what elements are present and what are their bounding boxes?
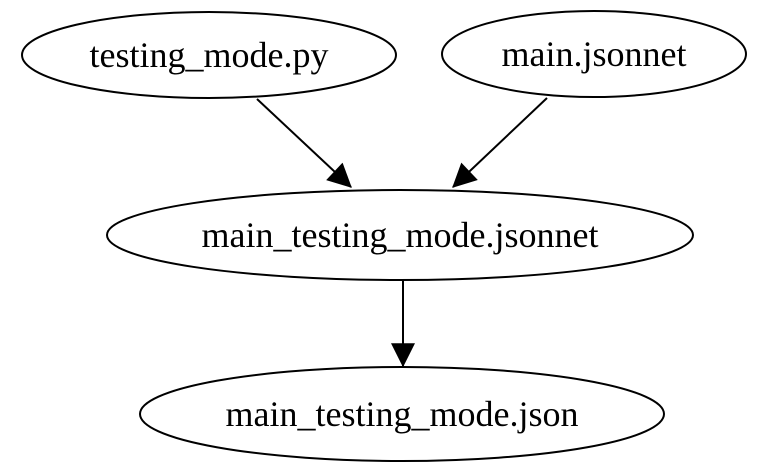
node-testing-mode-py-label: testing_mode.py (90, 35, 329, 75)
node-main-testing-mode-jsonnet (106, 189, 694, 281)
node-main-jsonnet (441, 10, 747, 98)
node-testing-mode-py (21, 11, 397, 99)
node-main-testing-mode-json-label: main_testing_mode.json (226, 394, 579, 434)
node-main-testing-mode-jsonnet-label: main_testing_mode.jsonnet (202, 215, 599, 255)
edge-testing-mode-py-to-main-testing-mode-jsonnet (256, 98, 352, 188)
edge-main-jsonnet-to-main-testing-mode-jsonnet (452, 97, 548, 188)
node-main-jsonnet-label: main.jsonnet (502, 34, 687, 74)
